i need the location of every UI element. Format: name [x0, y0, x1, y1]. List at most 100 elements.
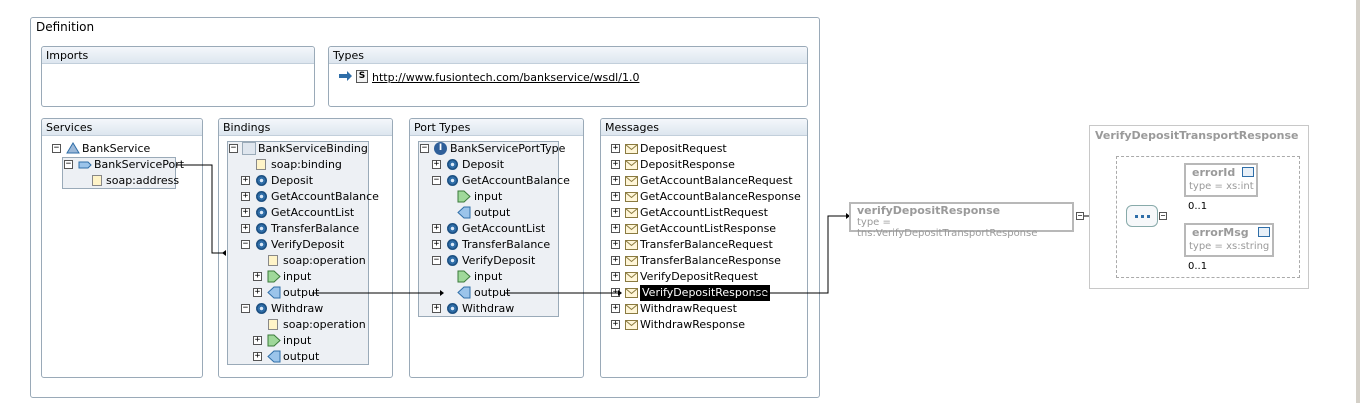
complex-type-box[interactable]: VerifyDepositTransportResponse [1089, 125, 1309, 289]
binding-op-getaccountbalance[interactable]: GetAccountBalance [271, 190, 379, 203]
message-item[interactable]: DepositResponse [640, 158, 735, 171]
bindings-header: Bindings [219, 119, 392, 136]
sequence-compositor[interactable] [1126, 205, 1158, 227]
message-icon [625, 224, 638, 234]
message-item[interactable]: WithdrawResponse [640, 318, 746, 331]
collapse-toggle[interactable]: − [1076, 211, 1084, 220]
collapse-toggle[interactable]: − [229, 143, 238, 153]
port-output-label[interactable]: output [474, 286, 511, 299]
port-label[interactable]: BankServicePort [94, 158, 185, 171]
binding-output-label[interactable]: output [283, 286, 320, 299]
message-item[interactable]: WithdrawRequest [640, 302, 737, 315]
expand-toggle[interactable]: + [253, 287, 262, 297]
expand-toggle[interactable]: + [432, 303, 441, 313]
sequence-icon [1135, 215, 1150, 218]
port-op-deposit[interactable]: Deposit [462, 158, 505, 171]
binding-op-deposit[interactable]: Deposit [271, 174, 314, 187]
message-item[interactable]: TransferBalanceResponse [640, 254, 781, 267]
services-header: Services [42, 119, 202, 136]
types-panel[interactable]: Types S http://www.fusiontech.com/bankse… [328, 46, 808, 107]
collapse-toggle[interactable]: − [52, 143, 61, 153]
field-type: type = xs:string [1189, 241, 1270, 252]
message-item[interactable]: GetAccountListResponse [640, 222, 777, 235]
binding-label[interactable]: BankServiceBinding [258, 142, 368, 155]
operation-icon [256, 207, 267, 218]
element-box[interactable]: verifyDepositResponse type = tns:VerifyD… [849, 202, 1074, 239]
operation-icon [447, 175, 458, 186]
collapse-toggle[interactable]: − [420, 143, 429, 153]
message-item[interactable]: VerifyDepositRequest [640, 270, 758, 283]
binding-op-withdraw[interactable]: Withdraw [271, 302, 324, 315]
schema-icon: S [356, 70, 368, 83]
port-op-getaccountlist[interactable]: GetAccountList [462, 222, 546, 235]
field-errorid[interactable]: errorId type = xs:int [1184, 163, 1258, 197]
soap-address-label[interactable]: soap:address [106, 174, 180, 187]
soap-operation-icon [268, 255, 278, 266]
soap-binding-label[interactable]: soap:binding [271, 158, 342, 171]
message-item[interactable]: GetAccountBalanceResponse [640, 190, 801, 203]
port-output-label[interactable]: output [474, 206, 511, 219]
output-icon [457, 206, 471, 222]
soap-operation-label[interactable]: soap:operation [283, 254, 366, 267]
port-input-label[interactable]: input [474, 190, 503, 203]
message-item[interactable]: TransferBalanceRequest [640, 238, 773, 251]
service-label[interactable]: BankService [82, 142, 151, 155]
collapse-toggle[interactable]: − [241, 239, 250, 249]
expand-toggle[interactable]: + [241, 207, 250, 217]
binding-input-label[interactable]: input [283, 334, 312, 347]
field-errormsg[interactable]: errorMsg type = xs:string [1184, 223, 1274, 257]
expand-toggle[interactable]: + [253, 271, 262, 281]
expand-toggle[interactable]: + [611, 271, 620, 281]
port-input-label[interactable]: input [474, 270, 503, 283]
arrow-right-icon [339, 71, 353, 81]
expand-toggle[interactable]: + [241, 191, 250, 201]
expand-toggle[interactable]: + [253, 335, 262, 345]
expand-toggle[interactable]: + [241, 175, 250, 185]
expand-toggle[interactable]: + [611, 319, 620, 329]
expand-toggle[interactable]: + [611, 159, 620, 169]
expand-toggle[interactable]: + [611, 239, 620, 249]
expand-toggle[interactable]: + [432, 239, 441, 249]
expand-toggle[interactable]: + [611, 255, 620, 265]
operation-icon [447, 223, 458, 234]
output-icon [267, 286, 281, 302]
expand-toggle[interactable]: + [611, 191, 620, 201]
expand-toggle[interactable]: + [432, 159, 441, 169]
soap-operation-label[interactable]: soap:operation [283, 318, 366, 331]
port-op-withdraw[interactable]: Withdraw [462, 302, 515, 315]
collapse-toggle[interactable]: − [64, 159, 73, 169]
expand-toggle[interactable]: + [611, 207, 620, 217]
schema-url-link[interactable]: http://www.fusiontech.com/bankservice/ws… [372, 71, 640, 84]
collapse-toggle[interactable]: − [432, 255, 441, 265]
port-type-label[interactable]: BankServicePortType [450, 142, 566, 155]
message-item[interactable]: GetAccountListRequest [640, 206, 768, 219]
field-cardinality: 0..1 [1188, 201, 1208, 212]
expand-toggle[interactable]: + [253, 351, 262, 361]
interface-icon: I [434, 142, 447, 155]
binding-output-label[interactable]: output [283, 350, 320, 363]
binding-input-label[interactable]: input [283, 270, 312, 283]
message-item[interactable]: VerifyDepositResponse [640, 285, 771, 301]
operation-icon [256, 175, 267, 186]
binding-op-verifydeposit[interactable]: VerifyDeposit [271, 238, 345, 251]
message-item[interactable]: DepositRequest [640, 142, 727, 155]
port-op-getaccountbalance[interactable]: GetAccountBalance [462, 174, 570, 187]
expand-toggle[interactable]: + [611, 175, 620, 185]
port-op-transferbalance[interactable]: TransferBalance [462, 238, 551, 251]
expand-toggle[interactable]: + [432, 223, 441, 233]
imports-panel[interactable]: Imports [41, 46, 315, 107]
message-item[interactable]: GetAccountBalanceRequest [640, 174, 793, 187]
port-op-verifydeposit[interactable]: VerifyDeposit [462, 254, 536, 267]
collapse-toggle[interactable]: − [241, 303, 250, 313]
binding-op-getaccountlist[interactable]: GetAccountList [271, 206, 355, 219]
expand-toggle[interactable]: + [611, 143, 620, 153]
expand-toggle[interactable]: + [611, 223, 620, 233]
expand-toggle[interactable]: + [241, 223, 250, 233]
binding-op-transferbalance[interactable]: TransferBalance [271, 222, 360, 235]
expand-toggle[interactable]: + [611, 303, 620, 313]
collapse-toggle[interactable]: − [1159, 211, 1167, 220]
output-icon [267, 350, 281, 366]
vertical-scrollbar[interactable] [1356, 0, 1360, 403]
collapse-toggle[interactable]: − [432, 175, 441, 185]
message-icon [625, 304, 638, 314]
